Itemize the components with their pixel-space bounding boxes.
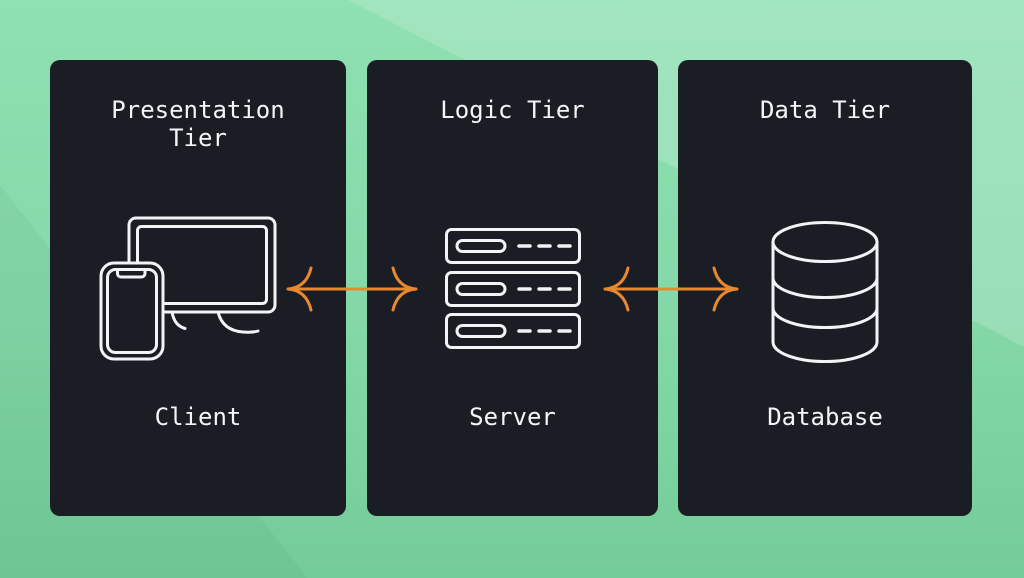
- tier-label-server: Server: [469, 403, 556, 431]
- tier-title-logic: Logic Tier: [440, 96, 585, 124]
- bidirectional-arrow-client-server: [286, 266, 418, 312]
- bidirectional-arrow-server-database: [603, 266, 739, 312]
- database-icon: [771, 221, 879, 363]
- tier-label-database: Database: [767, 403, 883, 431]
- tier-label-client: Client: [154, 403, 242, 431]
- tier-title-presentation: Presentation Tier: [111, 96, 285, 152]
- tier-title-data: Data Tier: [759, 96, 891, 124]
- server-stack-icon: [445, 228, 581, 349]
- client-devices-icon: [99, 216, 277, 361]
